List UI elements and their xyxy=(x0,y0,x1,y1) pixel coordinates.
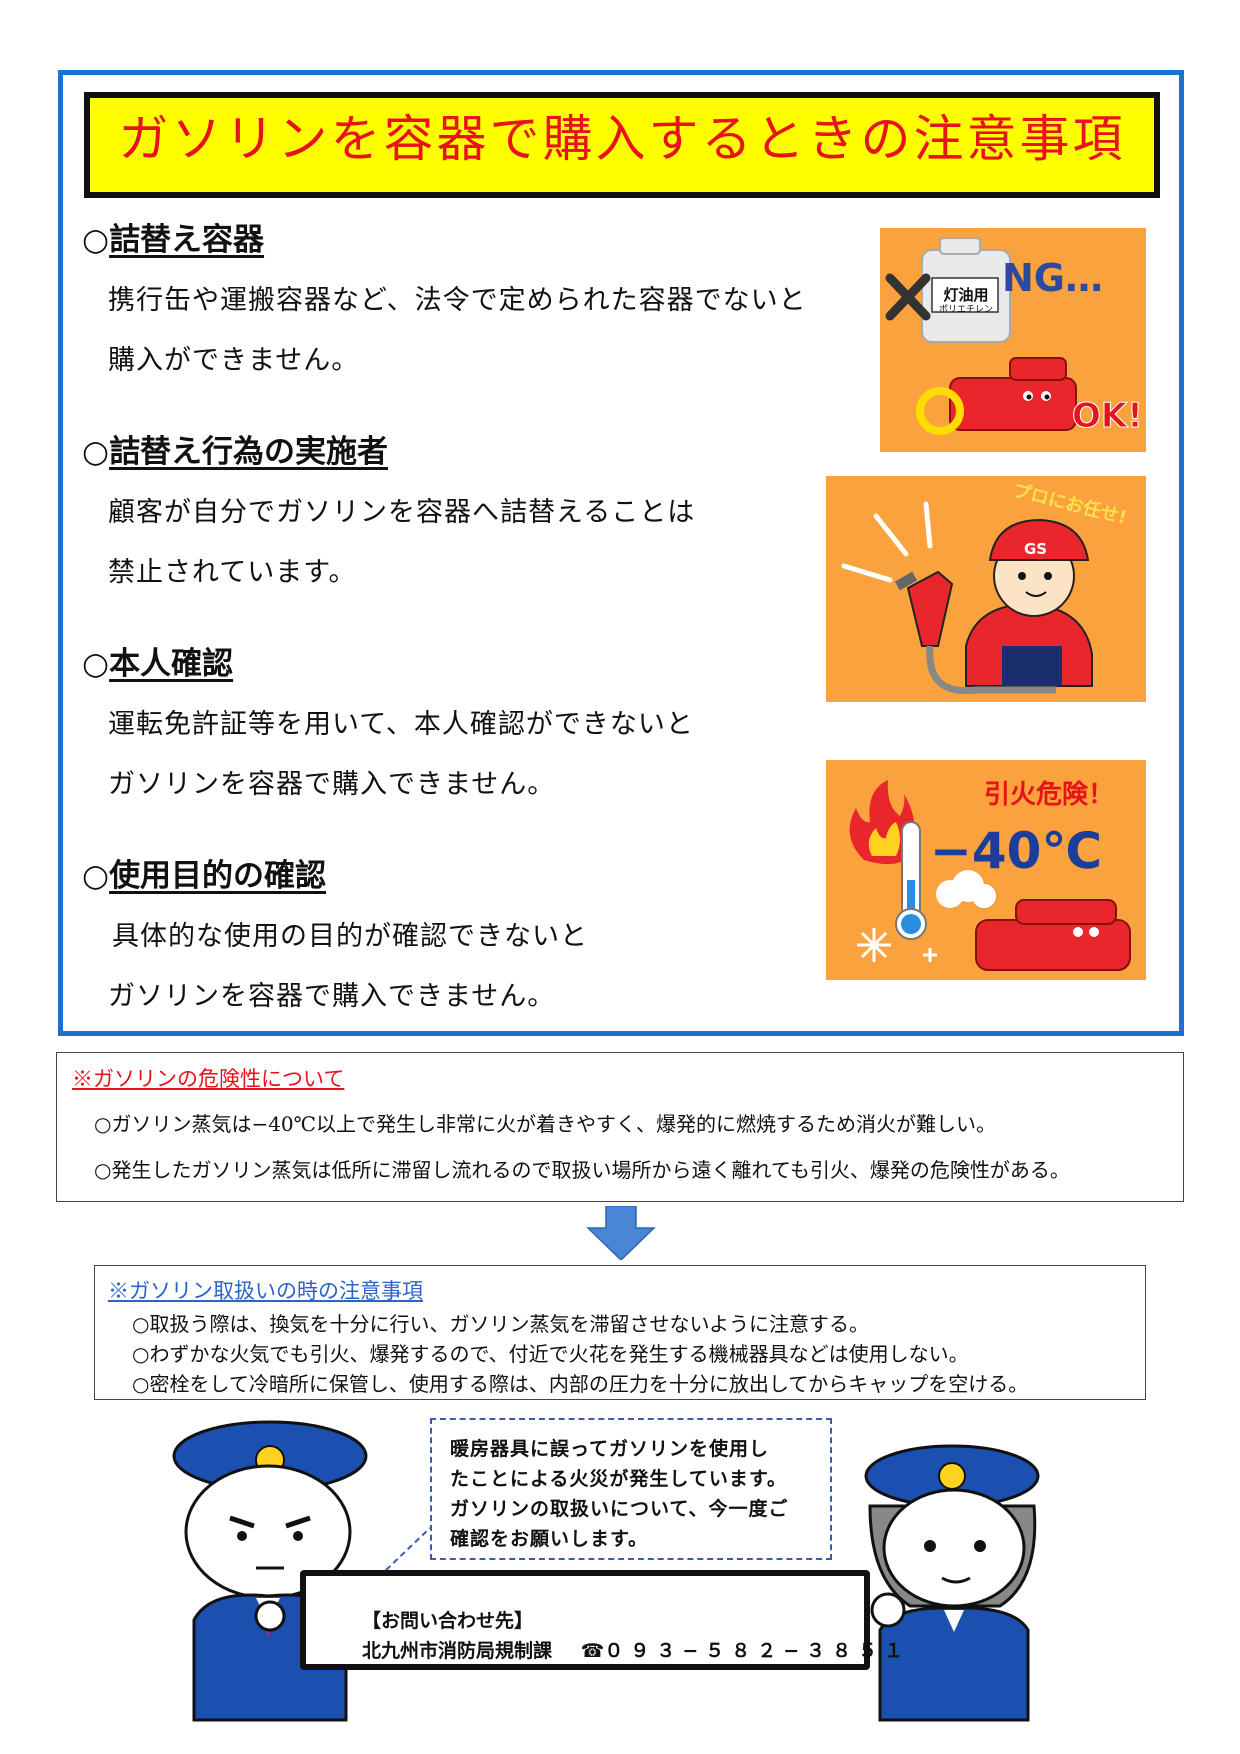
section-heading-text: 本人確認 xyxy=(109,646,234,682)
section-heading-text: 詰替え行為の実施者 xyxy=(109,434,389,470)
handling-line: ○取扱う際は、換気を十分に行い、ガソリン蒸気を滞留させないように注意する。 xyxy=(132,1312,870,1336)
handling-line: ○密栓をして冷暗所に保管し、使用する際は、内部の圧力を十分に放出してからキャップ… xyxy=(132,1372,1029,1396)
section-line: 顧客が自分でガソリンを容器へ詰替えることは xyxy=(108,497,696,528)
title-box xyxy=(84,92,1160,198)
section-line: 禁止されています。 xyxy=(108,557,357,588)
section-heading-identity: ○本人確認 xyxy=(82,638,233,683)
speech-line: 確認をお願いします。 xyxy=(450,1528,649,1550)
can-label-1: 灯油用 xyxy=(943,286,989,304)
speech-bubble xyxy=(430,1418,832,1560)
section-line: 運転免許証等を用いて、本人確認ができないと xyxy=(108,709,694,740)
left-officer xyxy=(172,1420,368,1722)
staff-illustration: プロにお任せ! GS xyxy=(826,476,1146,702)
danger-line: ○ガソリン蒸気は−40℃以上で発生し非常に火が着きやすく、爆発的に燃焼するため消… xyxy=(94,1112,997,1136)
fire-warning-text: 引火危険！ xyxy=(984,780,1115,810)
section-heading-purpose: ○使用目的の確認 xyxy=(82,850,326,895)
section-line: 具体的な使用の目的が確認できないと xyxy=(112,921,588,952)
temperature-label: −40℃ xyxy=(930,822,1103,880)
ok-label: OK! xyxy=(1072,396,1144,437)
container-illustration: 灯油用 ポリエチレン NG… OK! xyxy=(880,228,1146,452)
fire-hazard-illustration: 引火危険！ −40℃ xyxy=(826,760,1146,980)
contact-office: 北九州市消防局規制課 xyxy=(362,1640,553,1662)
section-marker: ○ xyxy=(82,222,110,258)
section-heading-text: 詰替え容器 xyxy=(109,222,265,258)
speech-line: たことによる火災が発生しています。 xyxy=(450,1468,787,1490)
danger-line: ○発生したガソリン蒸気は低所に滞留し流れるので取扱い場所から遠く離れても引火、爆… xyxy=(94,1158,1070,1182)
container-illustration-art xyxy=(885,237,1077,435)
speech-line: ガソリンの取扱いについて、今一度ご xyxy=(450,1498,789,1520)
contact-phone[interactable]: ０９３−５８２−３８５１ xyxy=(604,1640,911,1662)
section-line: ガソリンを容器で購入できません。 xyxy=(108,769,556,800)
staff-illustration-art xyxy=(841,501,1093,695)
section-marker: ○ xyxy=(82,858,110,894)
section-line: 携行缶や運搬容器など、法令で定められた容器でないと xyxy=(108,285,807,316)
section-heading-container: ○詰替え容器 xyxy=(82,214,264,259)
ng-label: NG… xyxy=(1002,256,1103,300)
section-heading-implementer: ○詰替え行為の実施者 xyxy=(82,426,388,471)
section-marker: ○ xyxy=(82,646,110,682)
down-arrow-icon xyxy=(586,1206,656,1260)
main-frame xyxy=(58,70,1184,1036)
section-heading-text: 使用目的の確認 xyxy=(109,858,327,894)
section-marker: ○ xyxy=(82,434,110,470)
can-label-2: ポリエチレン xyxy=(938,305,993,315)
handling-line: ○わずかな火気でも引火、爆発するので、付近で火花を発生する機械器具などは使用しな… xyxy=(132,1342,969,1366)
fire-hazard-art xyxy=(849,780,1131,971)
handling-info-box xyxy=(94,1265,1146,1400)
contact-banner xyxy=(300,1570,870,1670)
speech-line: 暖房器具に誤ってガソリンを使用し xyxy=(450,1438,770,1460)
danger-heading: ※ガソリンの危険性について xyxy=(72,1067,345,1091)
section-line: 購入ができません。 xyxy=(108,345,360,376)
page-title: ガソリンを容器で購入するときの注意事項 xyxy=(118,110,1126,168)
contact-heading: 【お問い合わせ先】 xyxy=(362,1610,534,1632)
handling-heading: ※ガソリン取扱いの時の注意事項 xyxy=(108,1279,423,1303)
section-line: ガソリンを容器で購入できません。 xyxy=(108,981,556,1012)
danger-info-box xyxy=(56,1052,1184,1202)
contact-line: 北九州市消防局規制課 ☎０９３−５８２−３８５１ xyxy=(362,1636,910,1663)
phone-icon: ☎ xyxy=(580,1640,605,1662)
cap-label: GS xyxy=(1024,540,1048,558)
